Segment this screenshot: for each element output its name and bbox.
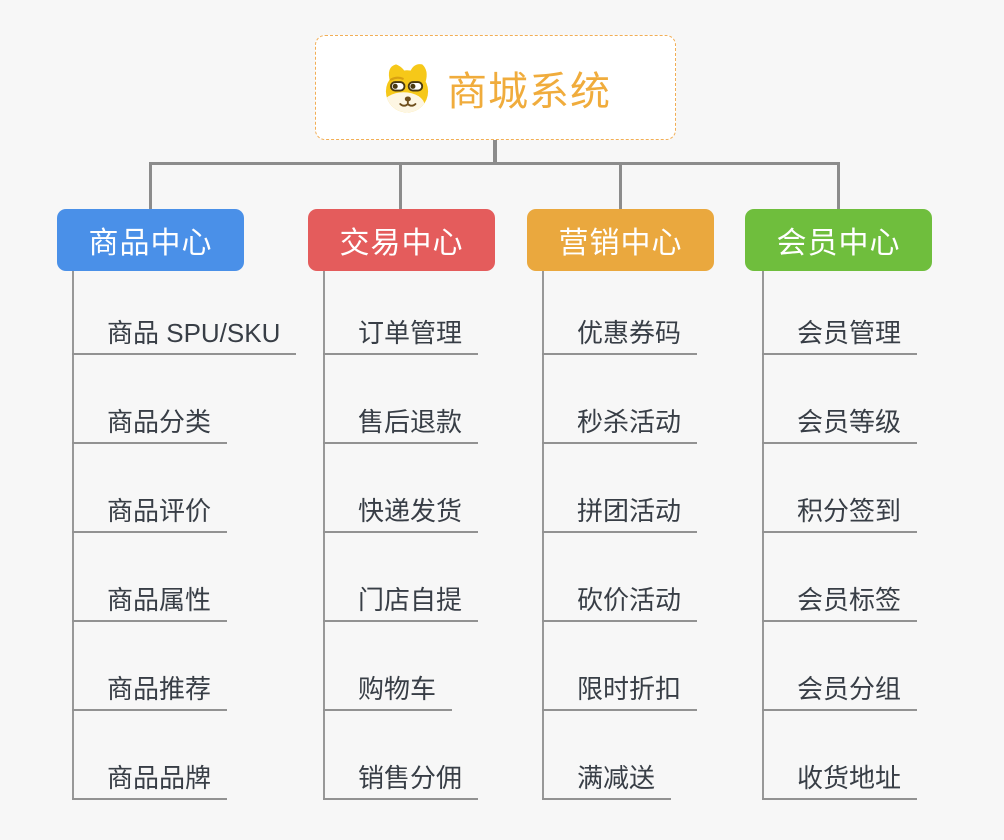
doge-icon	[380, 61, 434, 115]
leaf-item[interactable]: 门店自提	[323, 580, 479, 622]
leaf-item[interactable]: 满减送	[542, 758, 672, 800]
branch-label: 营销中心	[558, 227, 683, 260]
leaf-item[interactable]: 砍价活动	[542, 580, 698, 622]
leaf-item[interactable]: 售后退款	[323, 402, 479, 444]
branch-label: 交易中心	[339, 227, 464, 260]
leaf-item[interactable]: 拼团活动	[542, 491, 698, 533]
leaf-item[interactable]: 快递发货	[323, 491, 479, 533]
branch-trade-center[interactable]: 交易中心	[308, 209, 495, 271]
leaf-item[interactable]: 商品 SPU/SKU	[72, 313, 297, 355]
leaf-item[interactable]: 订单管理	[323, 313, 479, 355]
leaf-item[interactable]: 会员管理	[762, 313, 918, 355]
branch-spine: 优惠券码 秒杀活动 拼团活动 砍价活动 限时折扣 满减送	[542, 271, 698, 800]
connector-drop	[399, 162, 402, 209]
leaf-item[interactable]: 商品推荐	[72, 669, 228, 711]
leaf-item[interactable]: 购物车	[323, 669, 453, 711]
leaf-item[interactable]: 销售分佣	[323, 758, 479, 800]
branch-product-center[interactable]: 商品中心	[57, 209, 244, 271]
leaf-item[interactable]: 会员分组	[762, 669, 918, 711]
connector-drop	[619, 162, 622, 209]
connector-root-stem	[493, 140, 497, 165]
root-title: 商城系统	[447, 69, 611, 114]
leaf-item[interactable]: 商品品牌	[72, 758, 228, 800]
leaf-item[interactable]: 限时折扣	[542, 669, 698, 711]
branch-spine: 商品 SPU/SKU 商品分类 商品评价 商品属性 商品推荐 商品品牌	[72, 271, 297, 800]
leaf-item[interactable]: 会员等级	[762, 402, 918, 444]
leaf-item[interactable]: 优惠券码	[542, 313, 698, 355]
leaf-item[interactable]: 积分签到	[762, 491, 918, 533]
connector-drop	[837, 162, 840, 209]
branch-spine: 订单管理 售后退款 快递发货 门店自提 购物车 销售分佣	[323, 271, 479, 800]
leaf-item[interactable]: 商品评价	[72, 491, 228, 533]
branch-marketing-center[interactable]: 营销中心	[527, 209, 714, 271]
connector-drop	[149, 162, 152, 209]
leaf-item[interactable]: 会员标签	[762, 580, 918, 622]
branch-label: 商品中心	[88, 227, 213, 260]
branch-label: 会员中心	[776, 227, 901, 260]
leaf-item[interactable]: 秒杀活动	[542, 402, 698, 444]
leaf-item[interactable]: 收货地址	[762, 758, 918, 800]
root-node[interactable]: 商城系统	[315, 35, 676, 140]
leaf-item[interactable]: 商品属性	[72, 580, 228, 622]
branch-spine: 会员管理 会员等级 积分签到 会员标签 会员分组 收货地址	[762, 271, 918, 800]
connector-horizontal-bar	[149, 162, 840, 165]
branch-member-center[interactable]: 会员中心	[745, 209, 932, 271]
leaf-item[interactable]: 商品分类	[72, 402, 228, 444]
